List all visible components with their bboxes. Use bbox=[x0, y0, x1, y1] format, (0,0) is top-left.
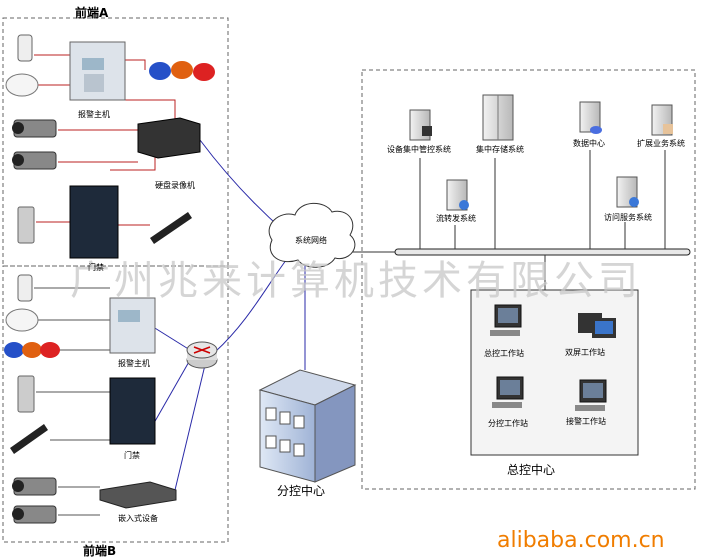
card-reader-b bbox=[17, 375, 35, 413]
main-center-box bbox=[361, 69, 696, 490]
smoke-detector-b bbox=[5, 308, 39, 332]
front-a-dvr-label: 硬盘录像机 bbox=[155, 181, 195, 190]
storage-label: 集中存储系统 bbox=[476, 145, 524, 154]
front-b-embedded-label: 嵌入式设备 bbox=[118, 514, 158, 523]
front-a-title: 前端A bbox=[75, 6, 109, 20]
front-a-box bbox=[2, 17, 229, 267]
server-stream bbox=[446, 179, 469, 211]
network-cloud bbox=[268, 202, 356, 268]
alarm-ws-label: 接警工作站 bbox=[566, 417, 606, 426]
alarm-lights-b bbox=[4, 342, 60, 358]
ws-branch bbox=[492, 376, 524, 408]
main-center-label: 总控中心 bbox=[507, 463, 556, 477]
front-b-access-label: 门禁 bbox=[124, 451, 140, 460]
servers bbox=[409, 94, 673, 211]
front-a-devices bbox=[5, 34, 215, 259]
stream-label: 流转发系统 bbox=[436, 214, 476, 223]
access-panel-a bbox=[69, 185, 119, 259]
front-b-devices bbox=[4, 274, 177, 524]
brand-watermark: alibaba.com.cn bbox=[497, 528, 665, 553]
server-bus bbox=[394, 248, 691, 256]
pir-sensor-b bbox=[17, 274, 33, 302]
workstations bbox=[490, 304, 616, 411]
front-a-access-label: 门禁 bbox=[88, 263, 104, 272]
front-b-wiring bbox=[34, 287, 110, 516]
ws-dual bbox=[578, 313, 616, 338]
server-extended bbox=[651, 104, 673, 136]
card-reader-a bbox=[17, 206, 35, 244]
ws-main bbox=[490, 304, 522, 336]
access-panel-b bbox=[109, 377, 156, 445]
server-data-center bbox=[579, 101, 602, 134]
front-b-title: 前端B bbox=[83, 544, 117, 558]
alarm-host-b bbox=[109, 297, 156, 354]
front-b-alarm-host-label: 报警主机 bbox=[118, 359, 150, 368]
dvr-a bbox=[137, 117, 201, 159]
network-label: 系统网络 bbox=[295, 236, 327, 245]
server-storage bbox=[482, 94, 514, 141]
embedded-device bbox=[99, 481, 177, 509]
extended-label: 扩展业务系统 bbox=[637, 139, 685, 148]
branch-center-label: 分控中心 bbox=[277, 484, 326, 498]
mag-lock-a bbox=[150, 212, 192, 244]
server-device-mgmt bbox=[409, 109, 432, 141]
server-access-service bbox=[616, 176, 639, 208]
front-a-wiring bbox=[34, 54, 176, 226]
smoke-detector-a bbox=[5, 73, 39, 97]
access-service-label: 访问服务系统 bbox=[604, 213, 652, 222]
main-ws-label: 总控工作站 bbox=[484, 349, 524, 358]
mag-lock-b bbox=[10, 424, 48, 454]
device-mgmt-label: 设备集中管控系统 bbox=[387, 145, 451, 154]
branch-ws-label: 分控工作站 bbox=[488, 419, 528, 428]
front-a-alarm-host-label: 报警主机 bbox=[78, 110, 110, 119]
front-b-box bbox=[2, 265, 229, 543]
router-icon bbox=[186, 341, 218, 369]
alarm-lights-a bbox=[149, 61, 215, 81]
pir-sensor-a bbox=[17, 34, 33, 62]
watermark: 广州兆来计算机技术有限公司 bbox=[70, 258, 642, 304]
building-icon bbox=[258, 369, 357, 483]
data-center-label: 数据中心 bbox=[573, 139, 605, 148]
dual-ws-label: 双屏工作站 bbox=[565, 348, 605, 357]
ws-alarm bbox=[575, 379, 607, 411]
